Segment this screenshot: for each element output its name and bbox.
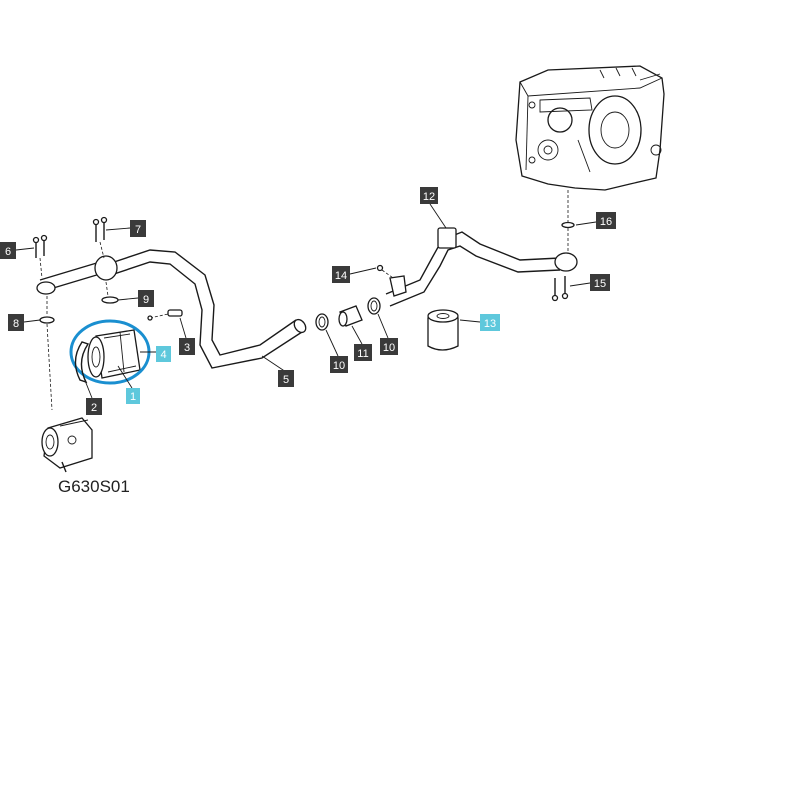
callout-5[interactable]: 5 [278,370,294,387]
callout-7-label: 7 [135,224,141,236]
o-ring-16 [561,221,575,229]
pipe-5 [107,249,307,369]
callout-1-box [126,388,140,404]
callout-3-label: 3 [184,342,190,354]
callout-1-label: 1 [130,391,136,403]
callout-10-left[interactable]: 10 [330,356,348,373]
callout-4[interactable]: 4 [156,346,171,362]
return-pipe [385,227,578,307]
bolts-7 [92,216,109,297]
bolts-15 [551,276,569,302]
callout-10-left-label: 10 [333,360,345,372]
callout-3[interactable]: 3 [179,338,195,355]
callout-6-label: 6 [5,246,11,258]
callout-16[interactable]: 16 [596,212,616,229]
callout-2[interactable]: 2 [86,398,102,415]
callout-14-label: 14 [335,270,347,282]
callout-9[interactable]: 9 [138,290,154,307]
callout-4-label: 4 [160,349,166,361]
callout-16-label: 16 [600,216,612,228]
hose-sleeve-11 [338,305,363,327]
pump-assembly [41,417,93,473]
callout-9-label: 9 [143,294,149,306]
o-ring-9 [101,296,119,304]
callout-15-label: 15 [594,278,606,290]
transmission-housing [515,65,665,191]
callout-12-label: 12 [423,191,435,203]
callout-13-label: 13 [484,318,496,330]
callout-6[interactable]: 6 [0,242,16,259]
callout-12[interactable]: 12 [420,187,438,204]
callout-8-label: 8 [13,318,19,330]
hose-clamp-10a [315,313,329,331]
hydraulic-pump [87,329,141,379]
callout-2-label: 2 [91,402,97,414]
leader-lines [15,203,597,399]
bracket-left [36,255,118,295]
bolts-6 [32,234,48,279]
diagram-code: G630S01 [58,477,130,496]
callout-11[interactable]: 11 [354,344,372,361]
callout-15[interactable]: 15 [590,274,610,291]
callout-5-label: 5 [283,374,289,386]
callout-10-right-label: 10 [383,342,395,354]
oil-filter [427,309,459,351]
callout-14[interactable]: 14 [332,266,350,283]
callout-7[interactable]: 7 [130,220,146,237]
callout-1[interactable]: 1 [126,388,140,404]
callout-8[interactable]: 8 [8,314,24,331]
callout-10-right[interactable]: 10 [380,338,398,355]
callout-11-label: 11 [357,348,368,360]
hose-clamp-10b [367,297,381,315]
bracket-14 [376,264,407,297]
callout-13[interactable]: 13 [480,314,500,331]
fitting-3 [147,309,183,321]
o-ring-8 [39,316,55,324]
